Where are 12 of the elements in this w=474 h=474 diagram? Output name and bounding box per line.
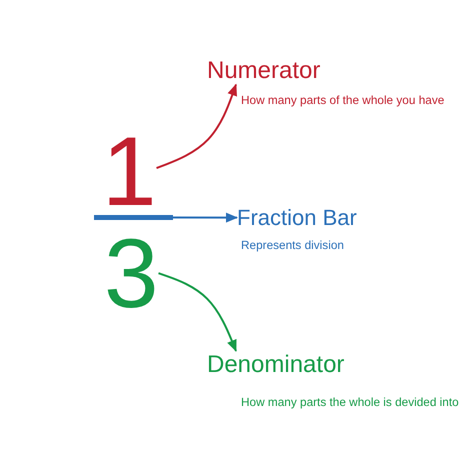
denominator-digit: 3 [104, 234, 159, 312]
description-text: How many parts the whole is devided into [241, 395, 459, 410]
description-text: How many parts of the whole you have [241, 93, 444, 108]
arrow [156, 84, 237, 169]
term-heading: Numerator [207, 57, 320, 85]
arrow [173, 212, 238, 223]
numerator-digit: 1 [102, 132, 157, 210]
description-text: Represents division [241, 238, 344, 252]
arrow [158, 272, 237, 352]
term-heading: Denominator [207, 351, 344, 379]
term-heading: Fraction Bar [237, 205, 357, 230]
fraction-bar [94, 215, 173, 220]
